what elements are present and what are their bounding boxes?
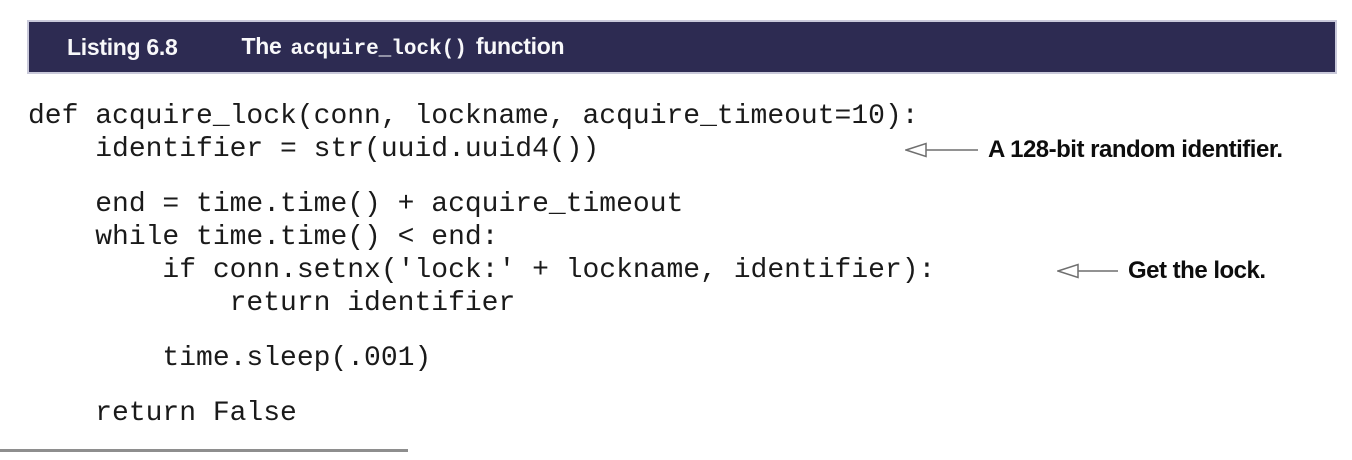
code-line xyxy=(28,166,935,188)
code-line: return identifier xyxy=(28,288,516,319)
code-line: time.sleep(.001) xyxy=(28,343,432,374)
annotation-random-identifier: A 128-bit random identifier. xyxy=(905,133,1283,166)
annotation-text: Get the lock. xyxy=(1128,256,1266,284)
callout-arrow-icon xyxy=(1057,262,1118,279)
callout-arrow-icon xyxy=(905,141,978,158)
annotation-text: A 128-bit random identifier. xyxy=(988,135,1283,163)
code-line: return False xyxy=(28,398,297,429)
code-line: if conn.setnx('lock:' + lockname, identi… xyxy=(28,255,936,286)
annotation-get-lock: Get the lock. xyxy=(1057,254,1266,287)
code-line xyxy=(28,375,935,397)
footnote-rule xyxy=(0,449,408,452)
code-line: end = time.time() + acquire_timeout xyxy=(28,189,684,220)
listing-title: The acquire_lock() function xyxy=(241,33,564,61)
code-line: while time.time() < end: xyxy=(28,222,499,253)
listing-title-code: acquire_lock() xyxy=(290,38,467,61)
code-line: identifier = str(uuid.uuid4()) xyxy=(28,134,600,165)
listing-title-prefix: The xyxy=(241,33,282,59)
code-line xyxy=(28,320,935,342)
listing-header-bar: Listing 6.8 The acquire_lock() function xyxy=(27,20,1337,74)
code-listing: def acquire_lock(conn, lockname, acquire… xyxy=(28,100,935,430)
listing-number-label: Listing 6.8 xyxy=(67,33,178,60)
code-line: def acquire_lock(conn, lockname, acquire… xyxy=(28,101,919,132)
listing-title-suffix: function xyxy=(475,33,565,59)
